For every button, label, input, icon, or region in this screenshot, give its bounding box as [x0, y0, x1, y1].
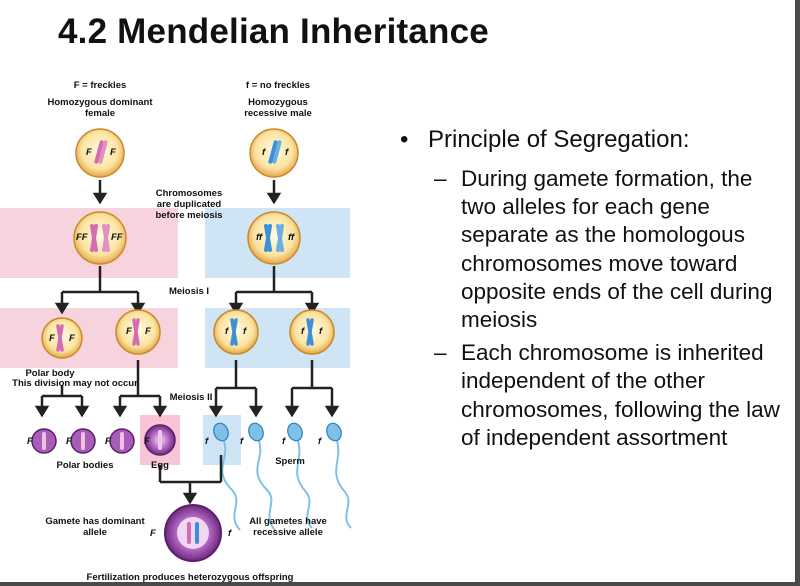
- allele-label: F: [144, 436, 150, 447]
- male-allele-label: f = no freckles: [245, 80, 311, 91]
- allele-label: F: [105, 436, 111, 447]
- female-allele-label: F = freckles: [73, 80, 127, 91]
- allele-label: f: [318, 436, 322, 447]
- meiosis2-arrows: [34, 360, 340, 418]
- bullet-list: • Principle of Segregation: – During gam…: [398, 125, 793, 452]
- allele-label: F: [86, 147, 92, 158]
- polar-body-label: Polar body: [25, 368, 75, 379]
- allele-label: f: [285, 147, 289, 158]
- sub-bullet-gamete-formation: – During gamete formation, the two allel…: [398, 165, 793, 334]
- allele-label: f: [319, 326, 323, 337]
- zygote-cell: [164, 504, 222, 562]
- gamete-dominant-label: Gamete has dominant allele: [45, 516, 145, 538]
- female-parent-label: Homozygous dominant female: [47, 97, 153, 119]
- window-edge-bottom: [0, 582, 800, 586]
- male-secondary-cell-a: [213, 309, 259, 355]
- female-parent-cell: [75, 128, 125, 178]
- allele-label: F: [145, 326, 151, 337]
- dash-icon: –: [434, 340, 447, 366]
- dash-icon: –: [434, 166, 447, 191]
- sub-bullet-text: Each chromosome is inherited independent…: [461, 340, 780, 450]
- allele-label: f: [243, 326, 247, 337]
- sub-bullet-text: During gamete formation, the two alleles…: [461, 166, 773, 333]
- allele-label: F: [66, 436, 72, 447]
- secondary-oocyte-cell: [115, 309, 161, 355]
- bullet-text: Principle of Segregation:: [428, 126, 690, 153]
- window-edge-right: [795, 0, 800, 586]
- allele-label: f: [301, 326, 305, 337]
- duplication-arrows: [92, 180, 282, 205]
- meiosis-1-label: Meiosis I: [168, 286, 210, 297]
- allele-label: f: [262, 147, 266, 158]
- polar-body-note: This division may not occur: [12, 378, 138, 389]
- meiosis1-arrows: [54, 266, 320, 315]
- allele-label: F: [126, 326, 132, 337]
- polar-bodies-label: Polar bodies: [56, 460, 114, 471]
- allele-label: F: [110, 147, 116, 158]
- allele-label: f: [225, 326, 229, 337]
- male-parent-cell: [249, 128, 299, 178]
- allele-label: ff: [288, 232, 295, 243]
- duplication-note: Chromosomes are duplicated before meiosi…: [155, 188, 223, 221]
- fertilization-label: Fertilization produces heterozygous offs…: [86, 572, 294, 583]
- polar-body-1-cell: [41, 317, 83, 359]
- allele-label: F: [27, 436, 33, 447]
- male-secondary-cell-b: [289, 309, 335, 355]
- allele-label: f: [228, 528, 232, 539]
- bullet-principle-of-segregation: • Principle of Segregation:: [398, 125, 793, 155]
- fertilization-arrows: [158, 455, 223, 505]
- male-duplicated-cell: [247, 211, 301, 265]
- diagram-graphics: [0, 128, 352, 562]
- sperm-label: Sperm: [275, 456, 305, 467]
- gamete-recessive-label: All gametes have recessive allele: [249, 516, 327, 538]
- egg-label: Egg: [151, 460, 169, 471]
- female-duplicated-cell: [73, 211, 127, 265]
- egg-cell: [144, 424, 176, 456]
- allele-label: F: [49, 333, 55, 344]
- allele-label: f: [282, 436, 286, 447]
- allele-label: FF: [111, 232, 123, 243]
- allele-label: FF: [76, 232, 88, 243]
- allele-label: ff: [256, 232, 263, 243]
- sperm-group: [213, 422, 352, 531]
- allele-label: f: [240, 436, 244, 447]
- allele-label: f: [205, 436, 209, 447]
- sub-bullet-independent-assortment: – Each chromosome is inherited independe…: [398, 339, 793, 452]
- polar-bodies-group: [31, 428, 135, 454]
- male-parent-label: Homozygous recessive male: [244, 97, 312, 119]
- allele-label: F: [69, 333, 75, 344]
- allele-label: F: [150, 528, 156, 539]
- bullet-dot-icon: •: [400, 126, 409, 153]
- meiosis-2-label: Meiosis II: [169, 392, 213, 403]
- slide-title: 4.2 Mendelian Inheritance: [58, 12, 489, 51]
- segregation-diagram: F = freckles Homozygous dominant female …: [0, 70, 380, 585]
